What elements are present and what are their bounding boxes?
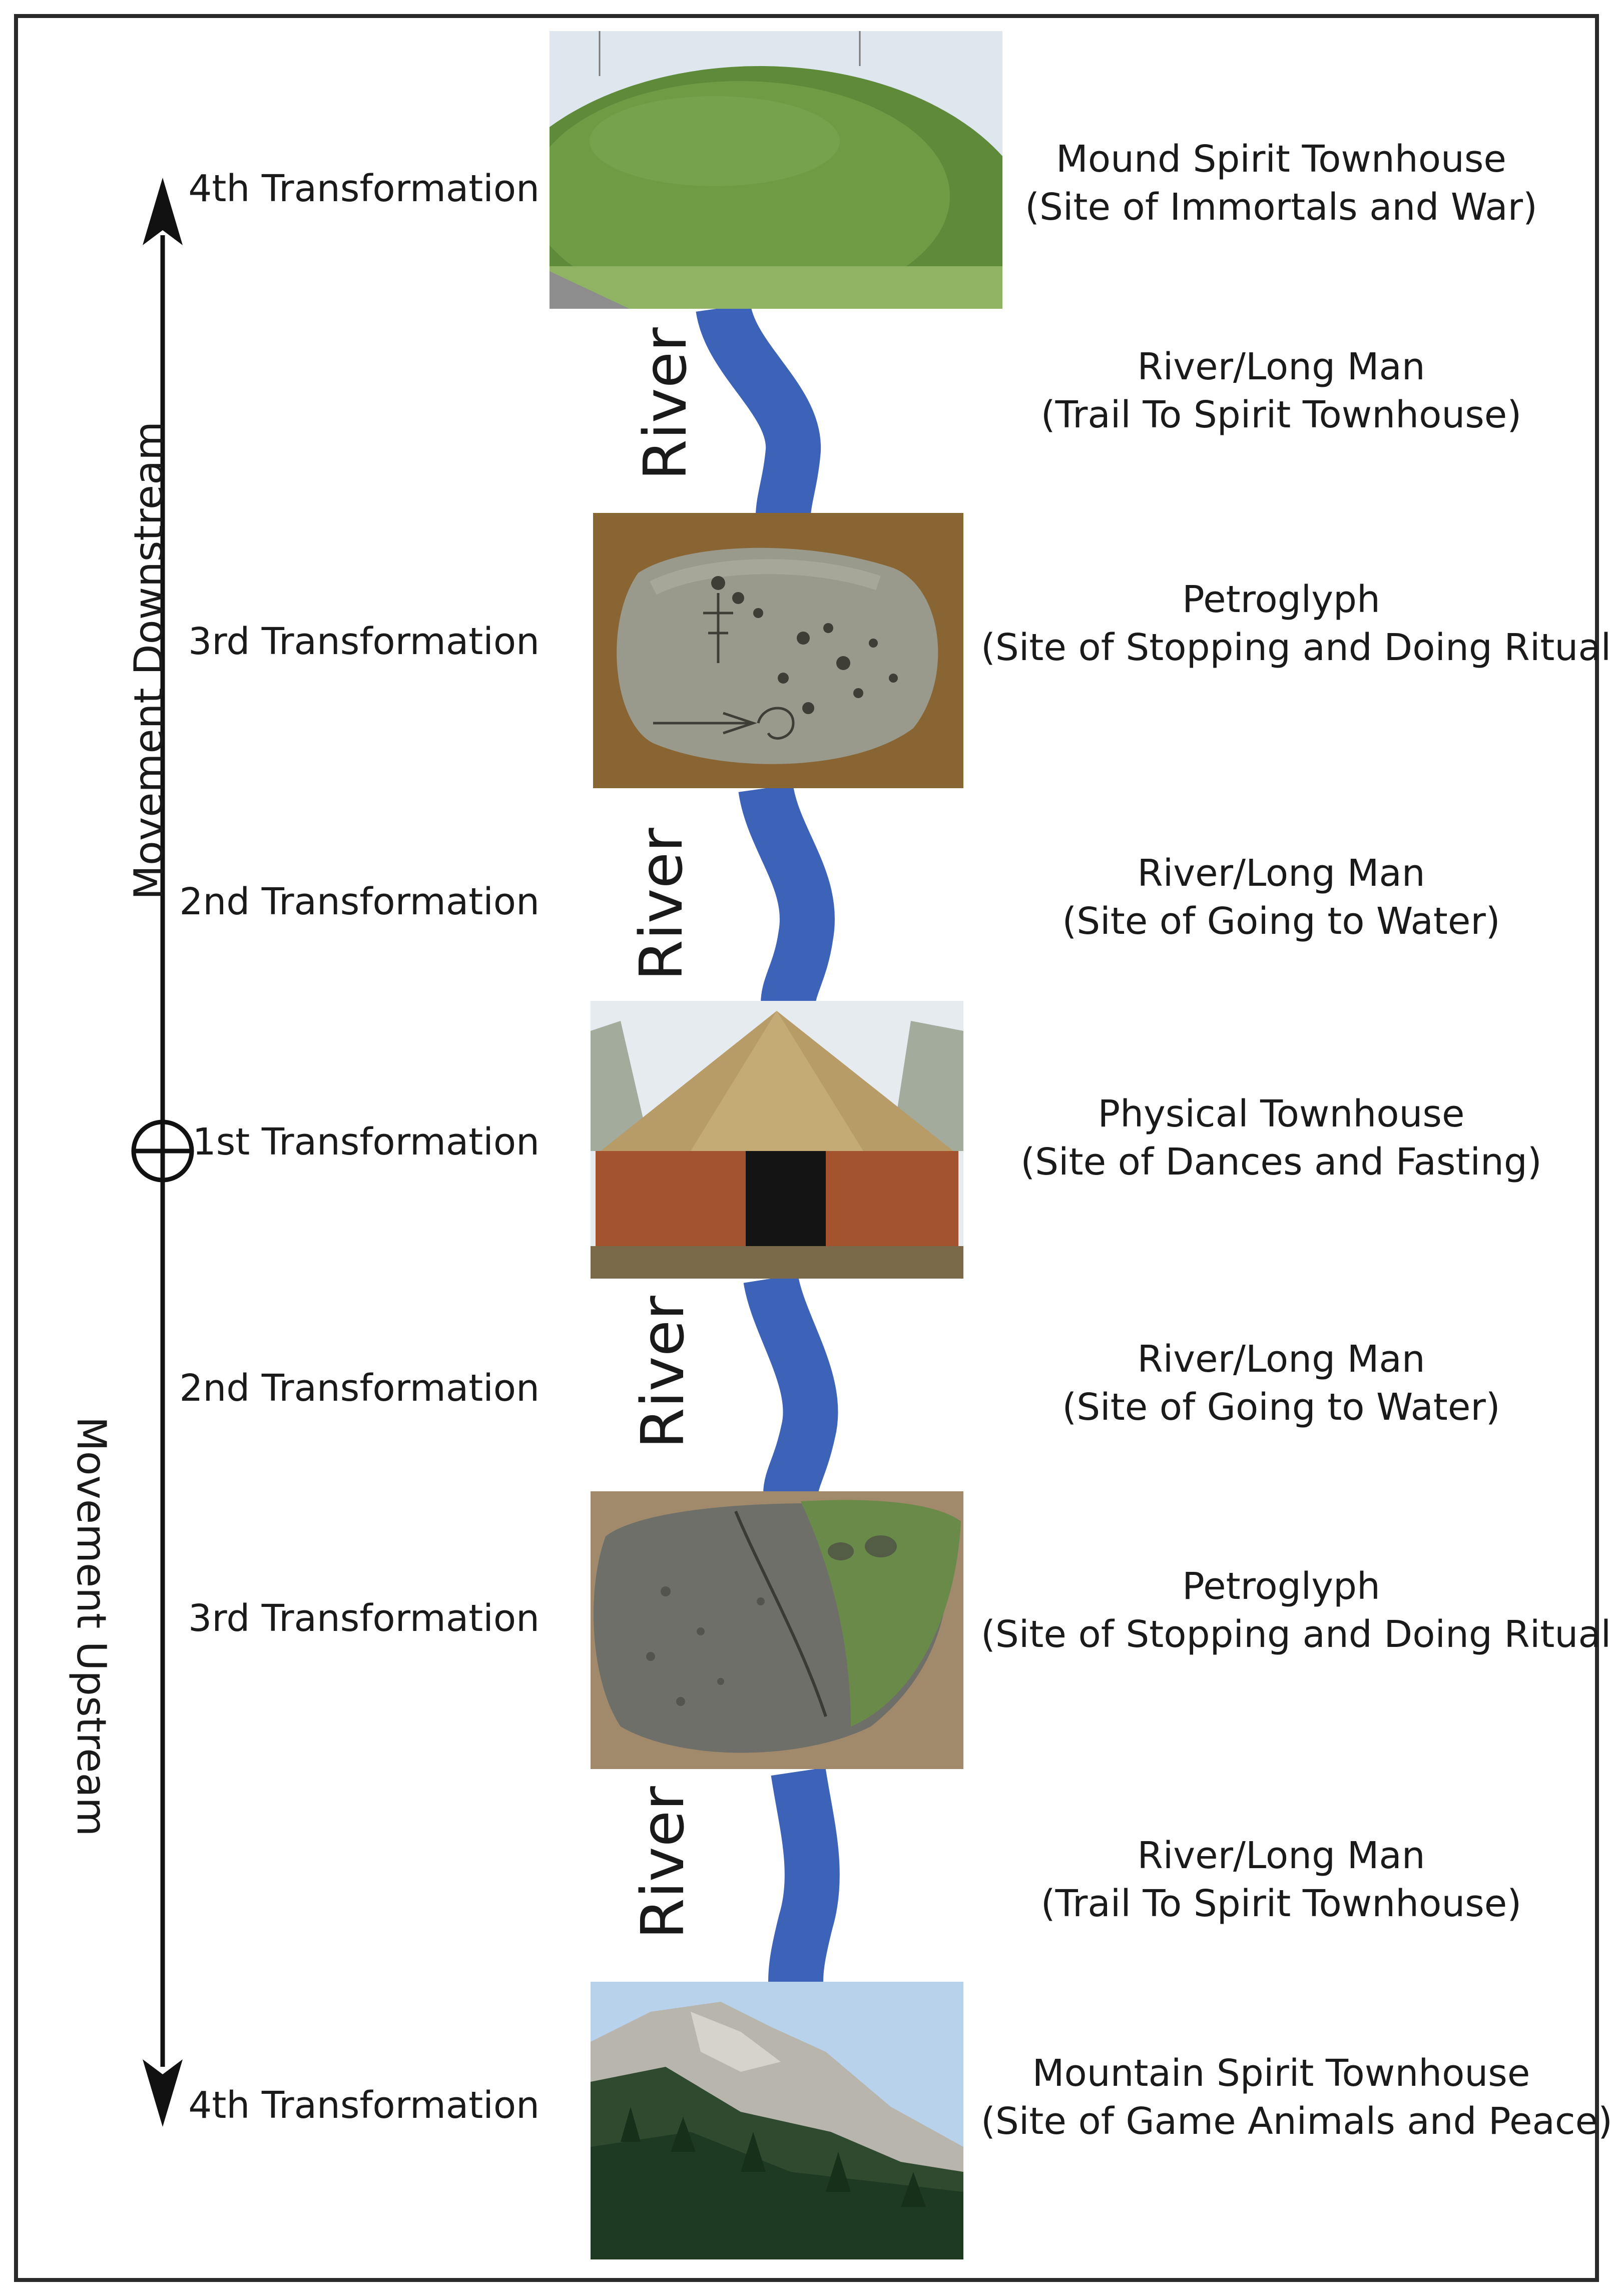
river-segment-1 [696, 302, 821, 517]
river-segment-3 [743, 1273, 838, 1495]
left-label-level-9: 4th Transformation [188, 2084, 540, 2127]
description-level-9: Mountain Spirit Townhouse (Site of Game … [981, 2049, 1612, 2145]
description-level-1: Mound Spirit Townhouse (Site of Immortal… [981, 135, 1581, 231]
river-label-1: River [631, 327, 700, 480]
description-subtitle: (Site of Dances and Fasting) [1020, 1140, 1542, 1184]
description-title: Physical Townhouse [1098, 1092, 1465, 1135]
description-title: Petroglyph [1182, 1565, 1380, 1608]
left-label-level-3: 3rd Transformation [188, 620, 540, 663]
left-label-level-1: 4th Transformation [188, 167, 540, 210]
description-subtitle: (Trail To Spirit Townhouse) [1040, 393, 1522, 436]
description-title: River/Long Man [1137, 1338, 1425, 1381]
petroglyph-photo [593, 513, 963, 788]
river-segment-2 [738, 783, 835, 1005]
description-subtitle: (Site of Immortals and War) [1025, 186, 1537, 229]
description-subtitle: (Trail To Spirit Townhouse) [1040, 1882, 1522, 1925]
left-label-level-4: 2nd Transformation [179, 880, 540, 923]
description-level-7: Petroglyph (Site of Stopping and Doing R… [981, 1562, 1613, 1658]
description-subtitle: (Site of Stopping and Doing Ritual) [981, 1613, 1613, 1656]
left-label-level-7: 3rd Transformation [188, 1597, 540, 1640]
description-title: Mound Spirit Townhouse [1056, 138, 1506, 181]
figure-frame [14, 14, 1599, 2282]
description-level-5: Physical Townhouse (Site of Dances and F… [981, 1090, 1581, 1186]
description-subtitle: (Site of Game Animals and Peace) [981, 2100, 1612, 2143]
description-title: River/Long Man [1137, 852, 1425, 895]
river-label-2: River [627, 828, 696, 981]
mountain-photo [591, 1982, 963, 2259]
description-level-2: River/Long Man (Trail To Spirit Townhous… [981, 343, 1581, 439]
description-level-4: River/Long Man (Site of Going to Water) [981, 849, 1581, 945]
description-title: River/Long Man [1137, 1834, 1425, 1877]
left-label-level-5: 1st Transformation [192, 1120, 540, 1164]
description-level-6: River/Long Man (Site of Going to Water) [981, 1335, 1581, 1431]
mound-photo [550, 31, 1002, 309]
description-subtitle: (Site of Stopping and Doing Ritual) [981, 626, 1613, 669]
arrow-down-icon [143, 2059, 183, 2127]
river-label-4: River [628, 1786, 697, 1939]
description-subtitle: (Site of Going to Water) [1062, 1386, 1500, 1429]
description-subtitle: (Site of Going to Water) [1062, 900, 1500, 943]
description-title: Petroglyph [1182, 578, 1380, 621]
description-level-8: River/Long Man (Trail To Spirit Townhous… [981, 1832, 1581, 1928]
river-label-3: River [628, 1296, 697, 1449]
townhouse-photo [591, 1001, 963, 1279]
carved-boulder-photo [591, 1491, 963, 1769]
description-title: Mountain Spirit Townhouse [1032, 2052, 1530, 2095]
arrow-up-icon [143, 178, 183, 245]
description-level-3: Petroglyph (Site of Stopping and Doing R… [981, 576, 1613, 672]
left-label-level-6: 2nd Transformation [179, 1367, 540, 1410]
description-title: River/Long Man [1137, 345, 1425, 388]
river-segment-4 [768, 1767, 840, 1982]
